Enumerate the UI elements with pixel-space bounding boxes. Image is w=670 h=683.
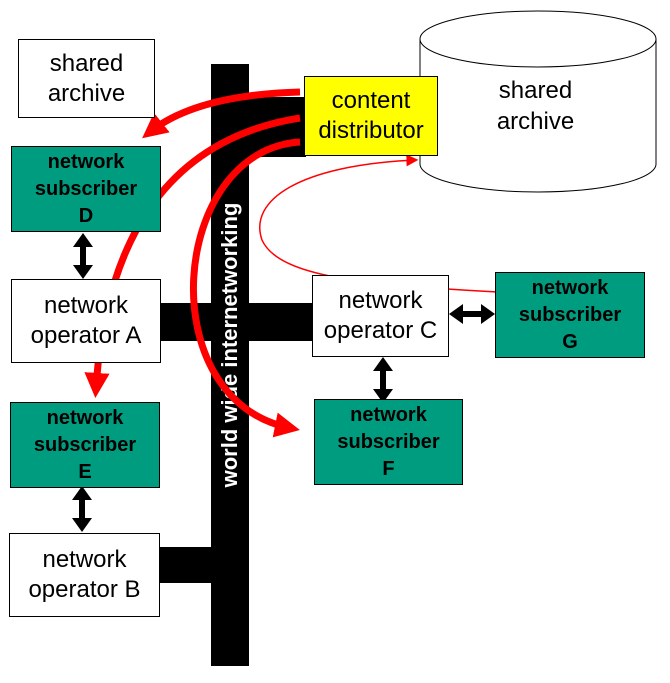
link-operator-c-to-f: [373, 357, 393, 403]
network-operator-b-box: network operator B: [9, 533, 160, 617]
shared-archive-cylinder-label: shared archive: [496, 77, 575, 135]
link-e-to-operator-b: [72, 486, 92, 532]
network-operator-a-box: network operator A: [11, 279, 161, 363]
archive-cylinder: [419, 10, 657, 193]
link-d-to-operator-a: [73, 233, 93, 279]
network-operator-c-box: network operator C: [312, 275, 449, 357]
backbone-link-operator-a: [160, 303, 313, 341]
backbone-link-operator-b: [160, 547, 214, 583]
network-subscriber-e-box: network subscriber E: [10, 402, 160, 488]
network-subscriber-f-box: network subscriber F: [314, 399, 463, 485]
link-operator-c-to-g: [449, 304, 495, 324]
network-subscriber-d-box: network subscriber D: [11, 146, 161, 232]
shared-archive-box: shared archive: [18, 39, 155, 118]
content-distributor-box: content distributor: [304, 76, 438, 156]
distribution-arrow-d: [142, 88, 301, 139]
distribution-arrow-f: [189, 138, 301, 438]
network-subscriber-g-box: network subscriber G: [495, 272, 645, 358]
